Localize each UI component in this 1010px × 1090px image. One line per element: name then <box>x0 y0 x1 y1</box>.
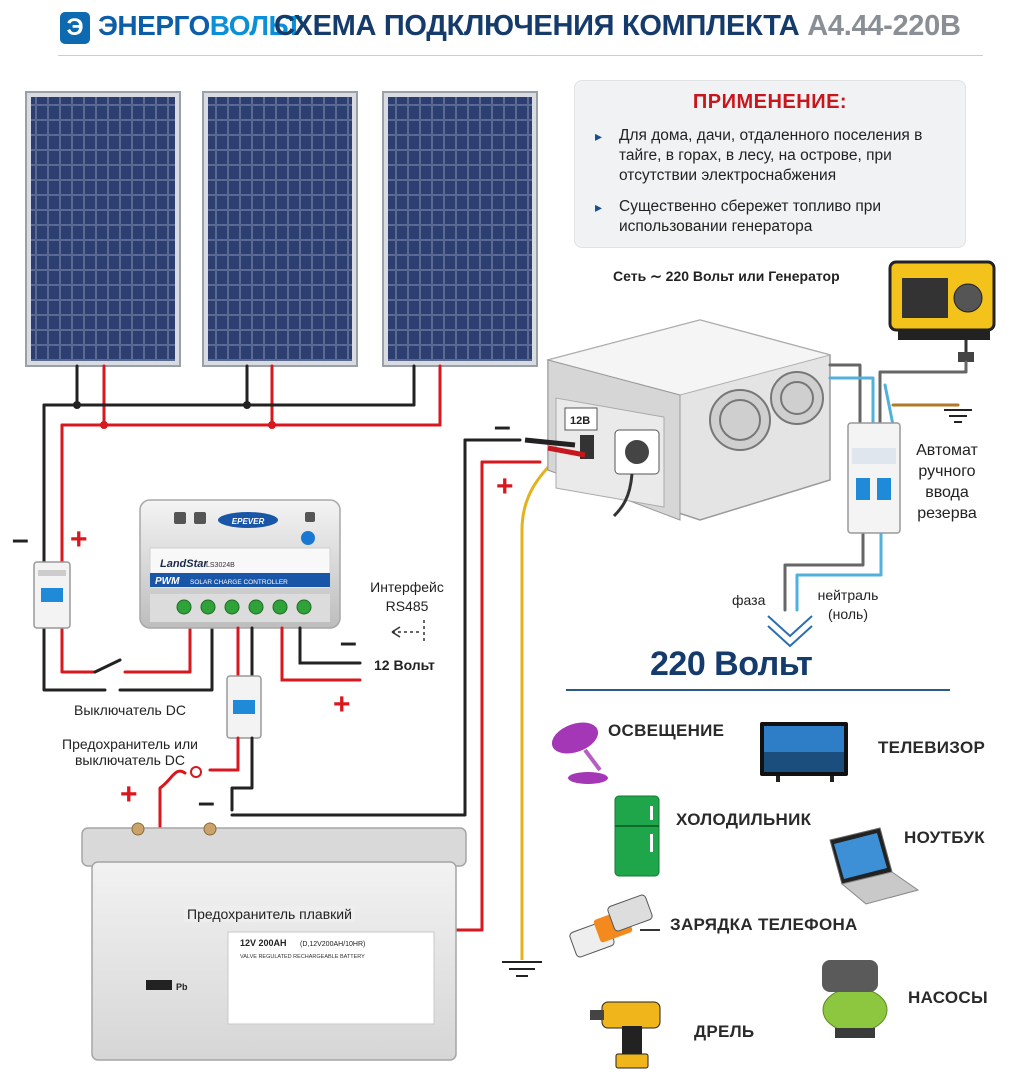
application-box: ПРИМЕНЕНИЕ: Для дома, дачи, отдаленного … <box>574 80 966 248</box>
ground-wire <box>520 448 567 960</box>
inverter-label: 12В <box>570 415 590 427</box>
chevron-down-icon <box>767 615 813 638</box>
controller-model-code: LS3024B <box>206 562 235 569</box>
fridge-icon <box>614 795 660 877</box>
controller-pwm: PWM <box>155 576 180 587</box>
solar-panel-icon <box>382 91 538 367</box>
device-phone-charging: ЗАРЯДКА ТЕЛЕФОНА <box>670 915 858 934</box>
transfer-switch-icon <box>847 422 901 534</box>
plus-sign: + <box>70 523 88 556</box>
lamp-icon <box>551 722 608 784</box>
battery-spec: 12V 200AH <box>240 938 287 948</box>
solar-panel-icon <box>202 91 358 367</box>
brand-name: ЭНЕРГОВОЛЬТ <box>98 10 302 41</box>
volt220-label: 220 Вольт <box>650 645 813 683</box>
minus-sign: – <box>12 523 29 556</box>
panel-wires <box>42 364 442 692</box>
inverter-icon: 12В <box>524 319 832 521</box>
phone-charger-icon <box>569 894 660 958</box>
drill-icon <box>590 1001 661 1069</box>
device-tv: ТЕЛЕВИЗОР <box>878 738 986 757</box>
rs485-arrow-icon <box>391 620 425 642</box>
device-lighting: ОСВЕЩЕНИЕ <box>608 721 725 740</box>
ground-icon <box>502 961 542 977</box>
grid-source-label: Сеть ∼ 220 Вольт или Генератор <box>613 268 840 284</box>
charge-controller-icon: EPEVER LandStar LS3024B PWM SOLAR CHARGE… <box>139 499 341 629</box>
laptop-icon <box>829 827 920 905</box>
application-title: ПРИМЕНЕНИЕ: <box>692 91 848 113</box>
chevron-down-icon <box>767 625 813 648</box>
page-title: СХЕМА ПОДКЛЮЧЕНИЯ КОМПЛЕКТА А4.44-220В <box>274 10 961 42</box>
battery-pb: Pb <box>176 982 188 992</box>
plus-sign: + <box>496 470 514 503</box>
neutral-label: нейтраль(ноль) <box>817 587 879 622</box>
application-item: Существенно сбережет топливо при использ… <box>595 197 959 237</box>
application-item: Для дома, дачи, отдаленного поселения в … <box>595 126 959 186</box>
plus-sign: + <box>333 688 351 721</box>
dc-switch-label: Выключатель DC <box>74 702 186 718</box>
ground-icon <box>944 409 972 423</box>
model-code: А4.44-220В <box>807 10 961 42</box>
plus-sign: + <box>120 778 138 811</box>
solar-panel-icon <box>25 91 181 367</box>
pump-icon <box>822 960 888 1038</box>
battery-spec-detail: (D,12V200AH/10HR) <box>300 941 365 948</box>
minus-sign: – <box>340 626 357 659</box>
controller-model: LandStar <box>160 558 208 570</box>
minus-sign: – <box>198 786 215 819</box>
brand-logo-icon: Э <box>60 12 90 44</box>
generator-icon <box>888 260 996 362</box>
dc-breaker-icon <box>33 561 71 629</box>
ac-wires <box>783 360 968 612</box>
volt220-underline <box>566 689 950 691</box>
battery-icon: 12V 200AH (D,12V200AH/10HR) VALVE REGULA… <box>81 822 467 1061</box>
header-divider <box>58 55 983 56</box>
phase-label: фаза <box>732 592 766 608</box>
device-fridge: ХОЛОДИЛЬНИК <box>676 810 812 829</box>
controller-output-wires <box>236 626 362 682</box>
battery-line2: VALVE REGULATED RECHARGEABLE BATTERY <box>240 954 365 960</box>
minus-sign: – <box>494 410 511 443</box>
device-laptop: НОУТБУК <box>904 828 985 847</box>
device-pumps: НАСОСЫ <box>908 988 988 1007</box>
fuse-melt-label: Предохранитель плавкий <box>184 906 355 922</box>
volt12-label: 12 Вольт <box>374 657 435 673</box>
fuse-breaker-icon <box>226 675 262 739</box>
header: Э ЭНЕРГОВОЛЬТ СХЕМА ПОДКЛЮЧЕНИЯ КОМПЛЕКТ… <box>0 0 1010 58</box>
controller-type: SOLAR CHARGE CONTROLLER <box>190 579 288 586</box>
controller-brand: EPEVER <box>232 517 265 526</box>
device-drill: ДРЕЛЬ <box>694 1022 755 1041</box>
tv-icon <box>760 722 848 782</box>
